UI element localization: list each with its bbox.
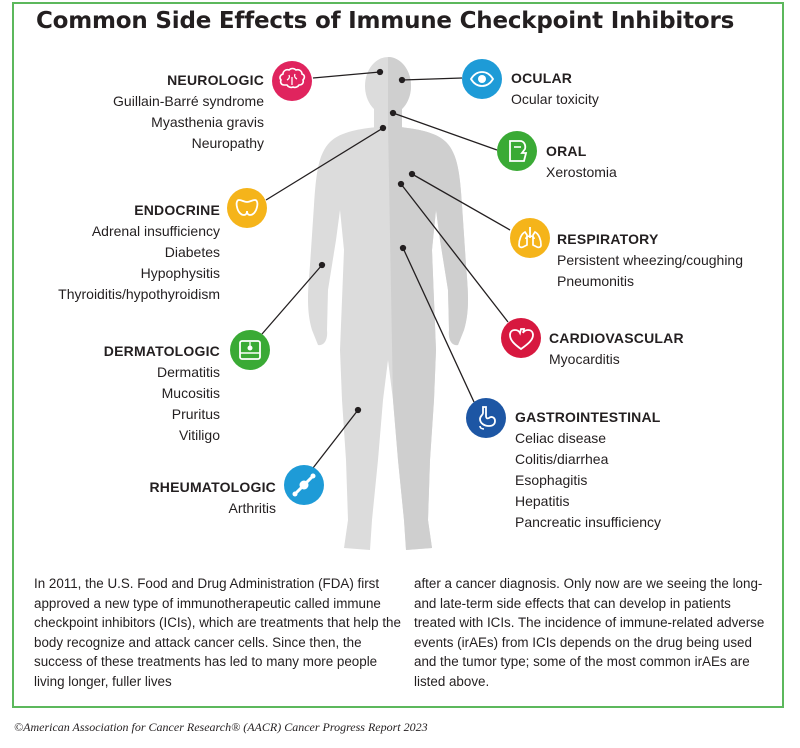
list-item: Pruritus <box>171 406 220 422</box>
heading-rheumatologic: RHEUMATOLOGIC <box>149 479 276 495</box>
list-item: Mucositis <box>161 385 220 401</box>
connector-oral <box>392 112 498 151</box>
list-item: Vitiligo <box>179 427 220 443</box>
connector-cardiovascular <box>400 183 509 323</box>
group-dermatologic: DERMATOLOGIC Dermatitis Mucositis Prurit… <box>104 341 220 446</box>
heading-endocrine: ENDOCRINE <box>134 202 220 218</box>
list-item: Neuropathy <box>191 135 264 151</box>
heading-oral: ORAL <box>546 143 587 159</box>
connector-rheumatologic <box>312 409 359 469</box>
list-item: Diabetes <box>164 244 220 260</box>
connector-gastrointestinal <box>402 247 475 403</box>
group-ocular: OCULAR Ocular toxicity <box>511 68 599 110</box>
list-item: Xerostomia <box>546 164 617 180</box>
eye-icon <box>462 59 502 99</box>
list-item: Esophagitis <box>515 472 588 488</box>
heading-cardiovascular: CARDIOVASCULAR <box>549 330 684 346</box>
intro-paragraph-right: after a cancer diagnosis. Only now are w… <box>414 576 765 689</box>
list-item: Dermatitis <box>156 364 220 380</box>
lungs-icon <box>510 218 550 258</box>
connector-respiratory <box>411 173 511 231</box>
list-item: Celiac disease <box>515 430 607 446</box>
heading-gastrointestinal: GASTROINTESTINAL <box>515 409 661 425</box>
heart-icon <box>501 318 541 358</box>
group-rheumatologic: RHEUMATOLOGIC Arthritis <box>149 477 276 519</box>
list-item: Hypophysitis <box>140 265 220 281</box>
intro-paragraph-left: In 2011, the U.S. Food and Drug Administ… <box>34 576 401 689</box>
list-item: Myocarditis <box>549 351 620 367</box>
connector-dermatologic <box>261 264 323 335</box>
heading-dermatologic: DERMATOLOGIC <box>103 343 220 359</box>
list-item: Pneumonitis <box>557 273 635 289</box>
list-item: Colitis/diarrhea <box>515 451 609 467</box>
group-gastrointestinal: GASTROINTESTINAL Celiac disease Colitis/… <box>515 407 661 533</box>
list-item: Hepatitis <box>515 493 570 509</box>
list-item: Adrenal insufficiency <box>91 223 220 239</box>
list-item: Pancreatic insufficiency <box>515 514 662 530</box>
group-respiratory: RESPIRATORY Persistent wheezing/coughing… <box>557 229 743 292</box>
copyright-footer: ©American Association for Cancer Researc… <box>14 720 428 734</box>
connector-ocular <box>401 77 463 81</box>
heading-neurologic: NEUROLOGIC <box>167 72 264 88</box>
list-item: Ocular toxicity <box>511 91 599 107</box>
connector-endocrine <box>265 127 384 201</box>
group-neurologic: NEUROLOGIC Guillain-Barré syndrome Myast… <box>113 70 264 154</box>
skin-icon <box>230 330 270 370</box>
group-oral: ORAL Xerostomia <box>546 141 617 183</box>
list-item: Arthritis <box>228 500 276 516</box>
list-item: Guillain-Barré syndrome <box>113 93 264 109</box>
list-item: Thyroiditis/hypothyroidism <box>58 286 220 302</box>
group-cardiovascular: CARDIOVASCULAR Myocarditis <box>549 328 684 370</box>
joint-icon <box>284 465 324 505</box>
green-frame <box>12 2 784 708</box>
heading-respiratory: RESPIRATORY <box>557 231 659 247</box>
heading-ocular: OCULAR <box>511 70 573 86</box>
list-item: Persistent wheezing/coughing <box>557 252 744 268</box>
mouth-icon <box>497 131 537 171</box>
page-title: Common Side Effects of Immune Checkpoint… <box>36 8 735 34</box>
thyroid-icon <box>227 188 267 228</box>
group-endocrine: ENDOCRINE Adrenal insufficiency Diabetes… <box>58 200 220 305</box>
list-item: Myasthenia gravis <box>151 114 264 130</box>
connector-neurologic <box>312 71 381 79</box>
brain-icon <box>272 61 312 101</box>
stomach-icon <box>466 398 506 438</box>
